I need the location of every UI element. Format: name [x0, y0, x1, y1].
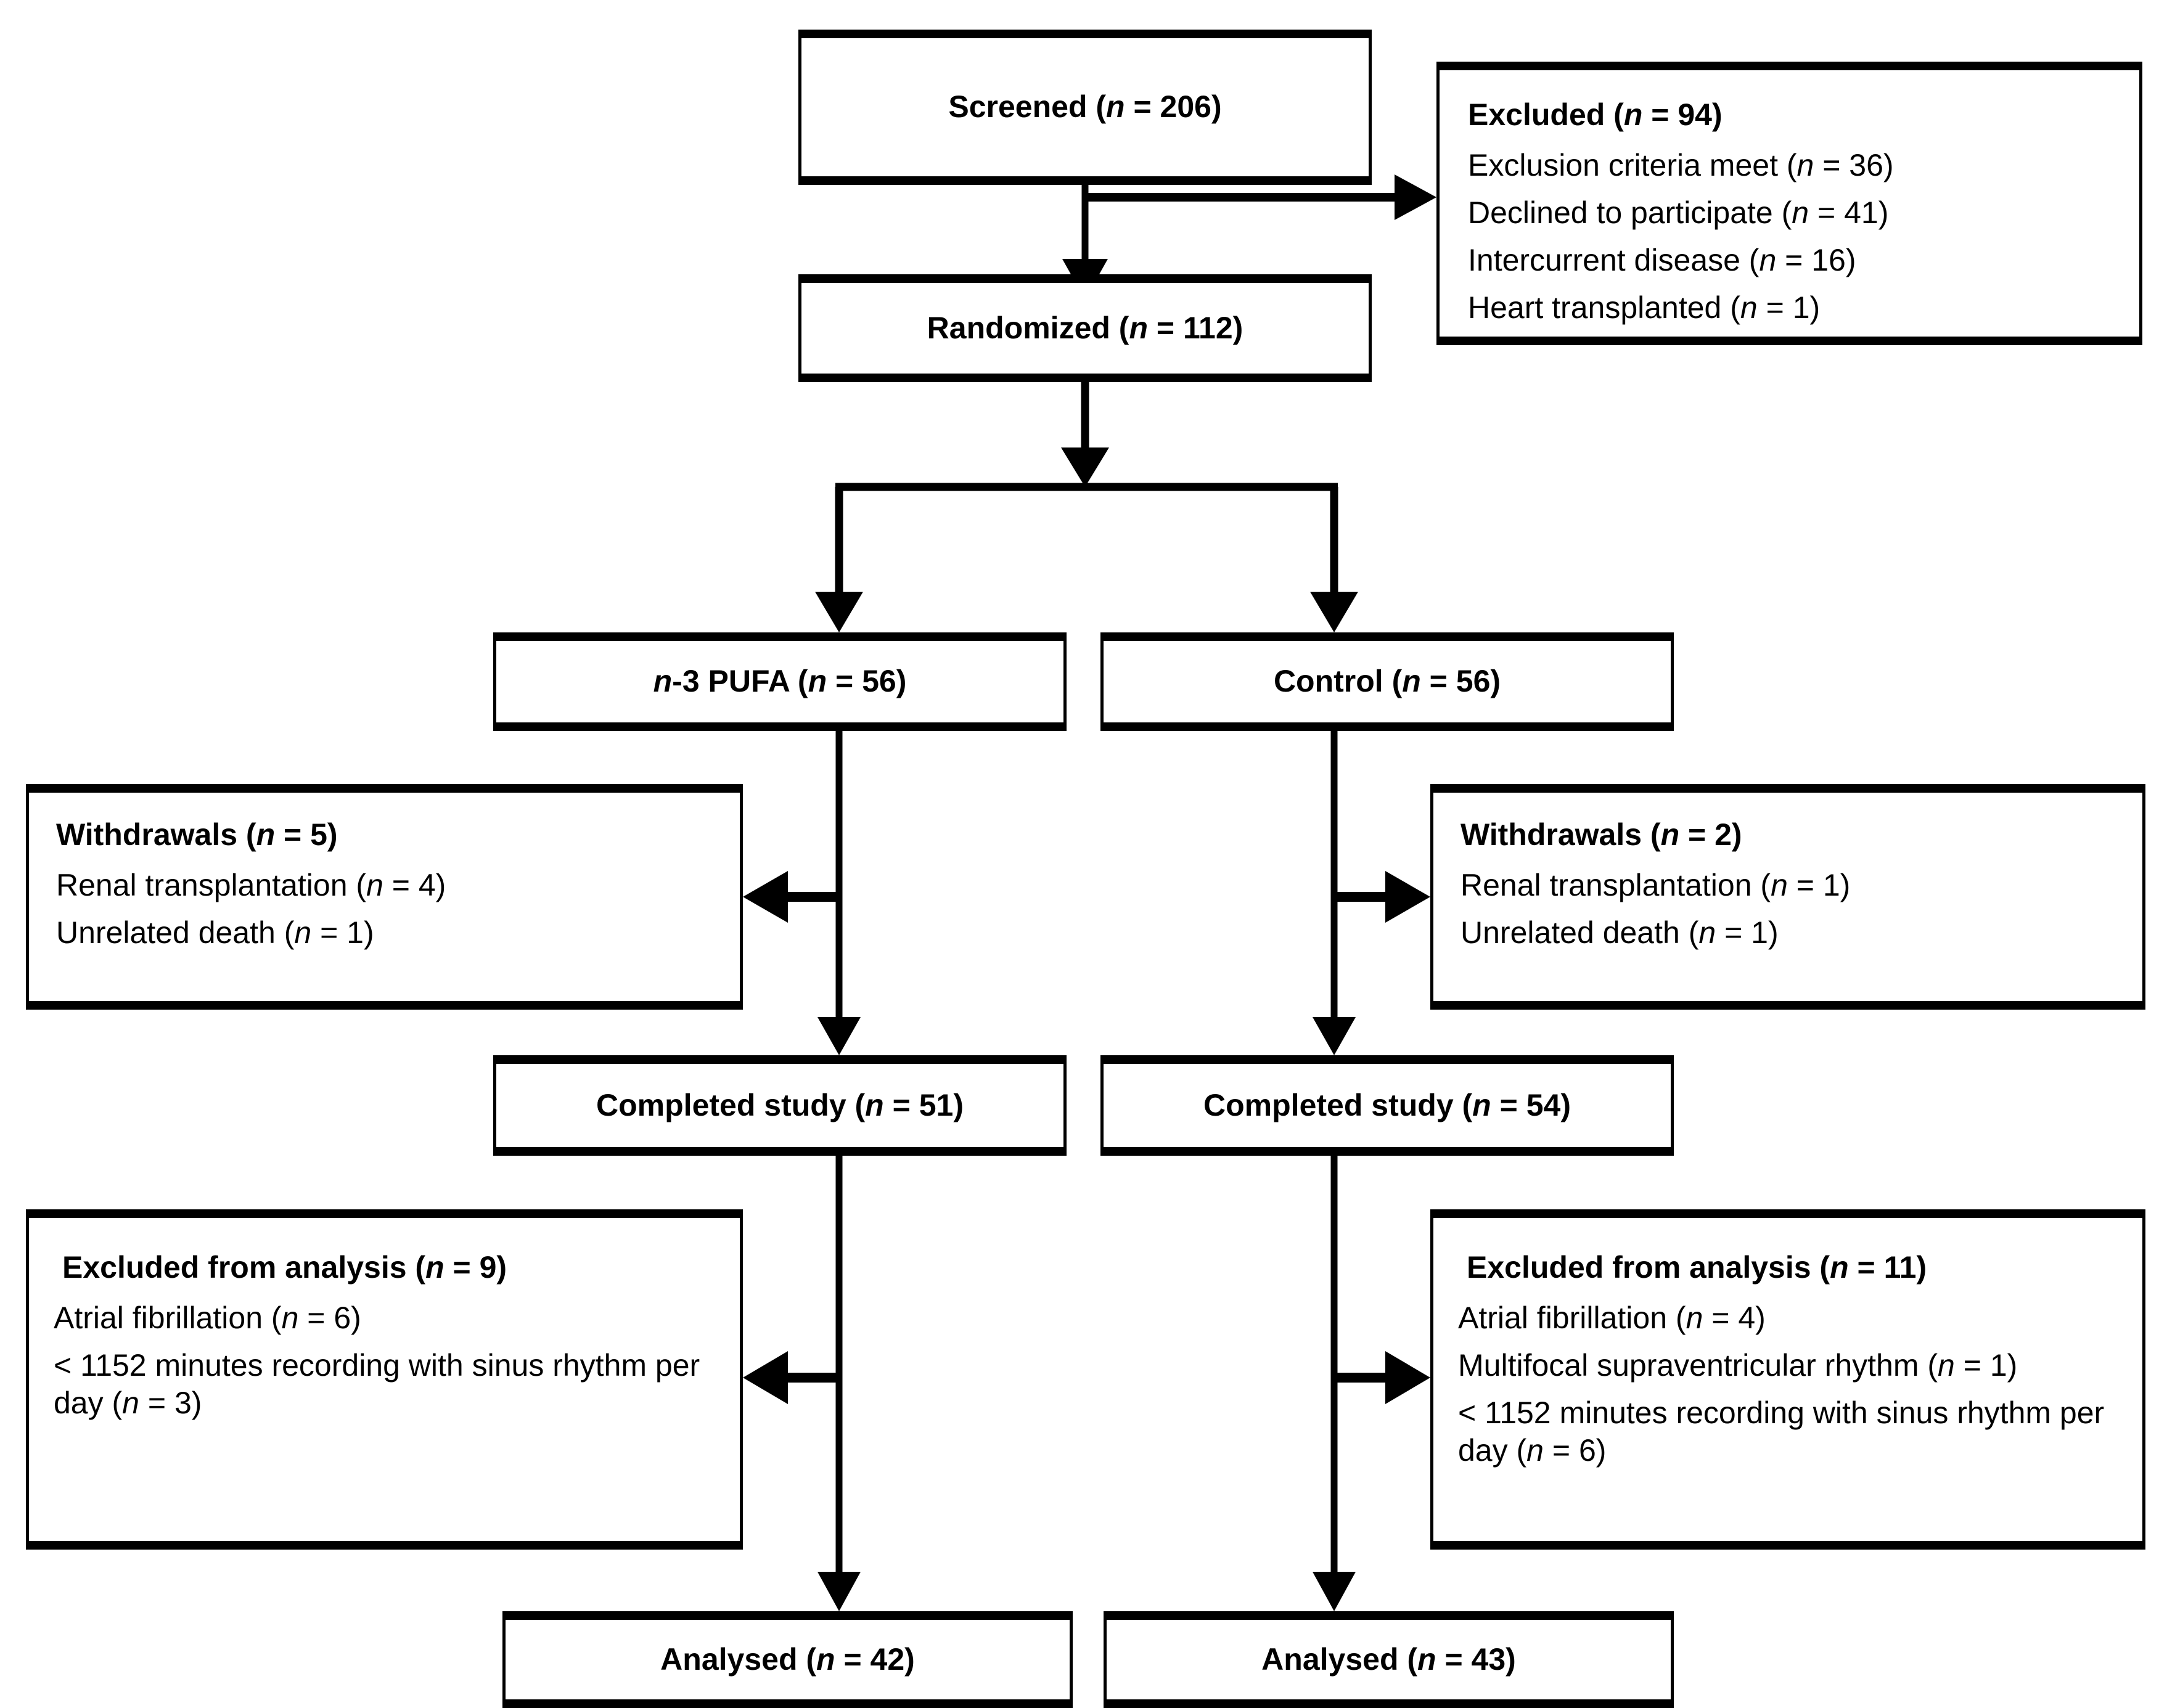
italic-n: n — [1771, 867, 1788, 902]
node-excluded-from-analysis-left: Excluded from analysis (n = 9) Atrial fi… — [26, 1209, 743, 1550]
list-item: Atrial fibrillation (n = 6) — [54, 1300, 361, 1335]
italic-n: n — [1740, 290, 1758, 325]
list-item: Declined to participate (n = 41) — [1468, 195, 1889, 230]
node-arm-n3-pufa-title: n-3 PUFA (n = 56) — [653, 664, 907, 699]
list-item: Unrelated death (n = 1) — [1460, 915, 1779, 950]
node-excluded-from-analysis-left-title: Excluded from analysis (n = 9) — [62, 1250, 507, 1285]
node-excluded-title: Excluded (n = 94) — [1468, 97, 1723, 132]
italic-n: n — [1129, 310, 1149, 345]
connector-left-completed-to-analysed — [743, 1156, 861, 1611]
italic-n: n — [281, 1300, 299, 1335]
italic-n: n — [653, 664, 673, 699]
node-excluded: Excluded (n = 94) Exclusion criteria mee… — [1436, 62, 2142, 345]
node-arm-control-title: Control (n = 56) — [1273, 664, 1501, 699]
list-item: < 1152 minutes recording with sinus rhyt… — [1458, 1395, 2105, 1468]
italic-n: n — [1830, 1250, 1849, 1285]
list-item: Renal transplantation (n = 4) — [56, 867, 446, 902]
italic-n: n — [1796, 147, 1814, 182]
list-item: Heart transplanted (n = 1) — [1468, 290, 1821, 325]
italic-n: n — [1417, 1641, 1436, 1677]
italic-n: n — [1402, 664, 1421, 699]
italic-n: n — [1660, 817, 1680, 852]
list-item: Renal transplantation (n = 1) — [1460, 867, 1851, 902]
node-randomized-title: Randomized (n = 112) — [927, 310, 1243, 345]
italic-n: n — [1472, 1087, 1491, 1122]
list-item: < 1152 minutes recording with sinus rhyt… — [54, 1347, 700, 1420]
italic-n: n — [816, 1641, 835, 1677]
node-screened: Screened (n = 206) — [798, 30, 1372, 185]
italic-n: n — [1792, 195, 1809, 230]
node-withdrawals-left-title: Withdrawals (n = 5) — [56, 817, 338, 852]
italic-n: n — [1526, 1432, 1544, 1468]
node-completed-study-left: Completed study (n = 51) — [493, 1055, 1067, 1156]
italic-n: n — [256, 817, 276, 852]
list-item: Atrial fibrillation (n = 4) — [1458, 1300, 1766, 1335]
node-withdrawals-right: Withdrawals (n = 2) Renal transplantatio… — [1430, 784, 2145, 1010]
node-withdrawals-right-title: Withdrawals (n = 2) — [1460, 817, 1742, 852]
node-screened-title: Screened (n = 206) — [948, 89, 1222, 125]
node-excluded-from-analysis-right: Excluded from analysis (n = 11) Atrial f… — [1430, 1209, 2145, 1550]
node-excluded-from-analysis-right-title: Excluded from analysis (n = 11) — [1467, 1250, 1927, 1285]
node-completed-study-right: Completed study (n = 54) — [1100, 1055, 1674, 1156]
node-arm-n3-pufa: n-3 PUFA (n = 56) — [493, 632, 1067, 731]
node-completed-study-right-title: Completed study (n = 54) — [1203, 1087, 1571, 1122]
node-withdrawals-left: Withdrawals (n = 5) Renal transplantatio… — [26, 784, 743, 1010]
node-completed-study-left-title: Completed study (n = 51) — [596, 1087, 964, 1122]
node-arm-control: Control (n = 56) — [1100, 632, 1674, 731]
italic-n: n — [122, 1385, 139, 1420]
node-analysed-left: Analysed (n = 42) — [502, 1611, 1073, 1708]
node-analysed-left-title: Analysed (n = 42) — [660, 1641, 915, 1677]
connector-left-arm-to-completed — [743, 730, 861, 1055]
list-item: Exclusion criteria meet (n = 36) — [1468, 147, 1894, 182]
italic-n: n — [1759, 242, 1777, 277]
node-randomized: Randomized (n = 112) — [798, 274, 1372, 382]
connector-right-completed-to-analysed — [1313, 1156, 1430, 1611]
italic-n: n — [366, 867, 383, 902]
italic-n: n — [294, 915, 312, 950]
connector-randomized-split — [815, 382, 1358, 632]
list-item: Multifocal supraventricular rhythm (n = … — [1458, 1347, 2018, 1383]
italic-n: n — [425, 1250, 444, 1285]
italic-n: n — [865, 1087, 884, 1122]
node-analysed-right: Analysed (n = 43) — [1104, 1611, 1674, 1708]
connector-right-arm-to-completed — [1313, 730, 1430, 1055]
node-analysed-right-title: Analysed (n = 43) — [1261, 1641, 1516, 1677]
italic-n: n — [1623, 97, 1643, 132]
italic-n: n — [808, 664, 827, 699]
list-item: Unrelated death (n = 1) — [56, 915, 374, 950]
italic-n: n — [1686, 1300, 1703, 1335]
italic-n: n — [1938, 1347, 1955, 1383]
list-item: Intercurrent disease (n = 16) — [1468, 242, 1856, 277]
italic-n: n — [1106, 89, 1125, 125]
italic-n: n — [1698, 915, 1716, 950]
